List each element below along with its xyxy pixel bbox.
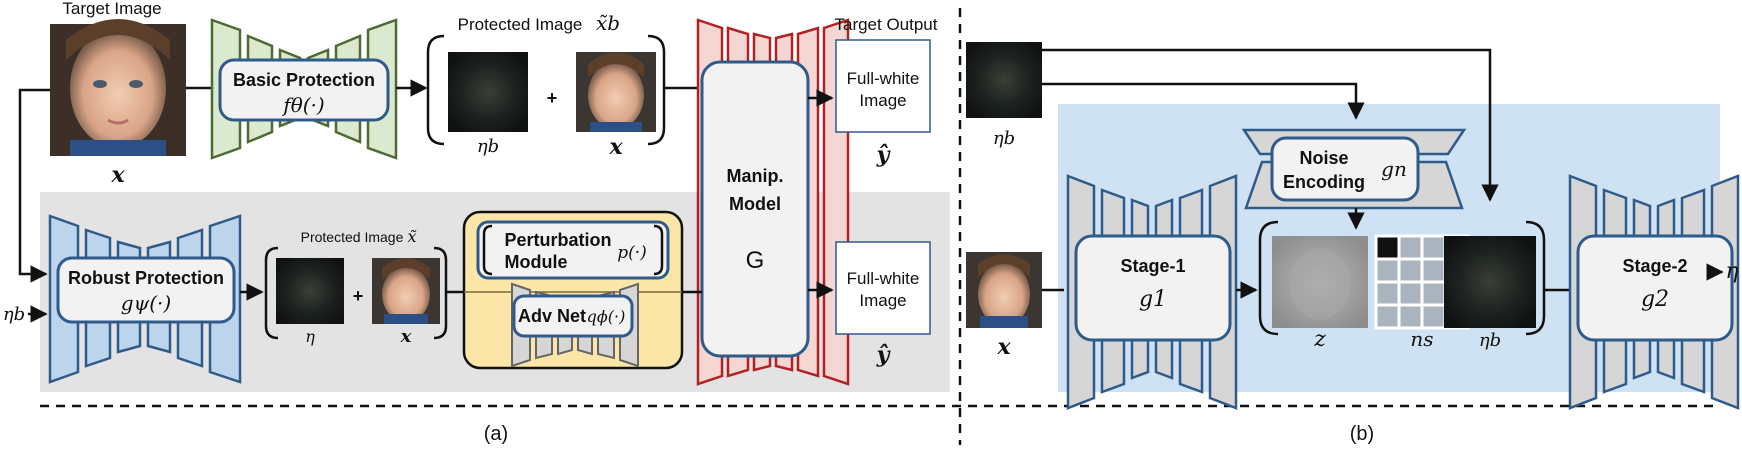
eta-b-right: ηb bbox=[1479, 330, 1501, 351]
left-bracket bbox=[426, 34, 445, 146]
protected-child-image-bottom bbox=[372, 258, 440, 324]
output-top-line2: Image bbox=[859, 91, 906, 110]
output-bottom-line1: Full-white bbox=[847, 269, 920, 288]
noise-var-bottom: η bbox=[305, 327, 315, 346]
noise-image-bottom bbox=[276, 258, 344, 324]
basic-protection-box: Basic Protection fθ(·) bbox=[218, 58, 390, 122]
latent-right-bracket bbox=[1525, 220, 1546, 336]
perturbation-line2: Module bbox=[505, 252, 568, 272]
plus-top: + bbox=[547, 88, 558, 108]
basic-protection-title: Basic Protection bbox=[233, 70, 375, 90]
noise-encoding-box: Noise Encoding gn bbox=[1270, 136, 1420, 202]
z-label: z bbox=[1313, 327, 1326, 352]
output-bottom-line2: Image bbox=[859, 291, 906, 310]
protected-image-label-small: Protected Image bbox=[301, 229, 404, 245]
manip-model-box: Manip. Model G bbox=[700, 60, 810, 358]
arrow-x-to-robust bbox=[18, 88, 50, 283]
protected-child-image-top bbox=[576, 52, 656, 132]
eta-b-image-top bbox=[966, 42, 1042, 118]
caption-b: (b) bbox=[1350, 423, 1374, 445]
noise-encoding-line1: Noise bbox=[1299, 148, 1348, 168]
manip-model-var: G bbox=[746, 247, 765, 274]
robust-protection-title: Robust Protection bbox=[68, 268, 224, 288]
output-top-line1: Full-white bbox=[847, 69, 920, 88]
image-var-top: x bbox=[608, 134, 623, 160]
perturbation-func: p(·) bbox=[617, 243, 647, 263]
eta-b-top: ηb bbox=[993, 128, 1015, 149]
target-image bbox=[50, 19, 186, 156]
arrow-eta-b-to-output bbox=[1042, 48, 1499, 202]
output-image-top: Full-white Image bbox=[835, 39, 931, 133]
plus-bottom: + bbox=[353, 286, 364, 306]
noise-encoding-line2: Encoding bbox=[1283, 172, 1365, 192]
target-output-label: Target Output bbox=[834, 15, 937, 34]
perturbation-line1: Perturbation bbox=[504, 230, 611, 250]
perturbation-box: Perturbation Module p(·) bbox=[476, 220, 670, 280]
target-image-label: Target Image bbox=[62, 0, 161, 18]
stage1-func: g1 bbox=[1139, 287, 1167, 312]
z-image bbox=[1272, 236, 1368, 328]
adv-net-func: qϕ(·) bbox=[587, 307, 626, 326]
robust-protection-box: Robust Protection gψ(·) bbox=[56, 256, 236, 324]
robust-protection-func: gψ(·) bbox=[121, 291, 171, 315]
stage1-box: Stage-1 g1 bbox=[1074, 234, 1232, 342]
ns-label: ns bbox=[1410, 327, 1433, 351]
protected-image-label: Protected Image bbox=[458, 15, 583, 34]
protected-image-var: x̃b bbox=[596, 11, 620, 35]
arrow-eta-b-to-encoder bbox=[1042, 82, 1365, 120]
protected-image-var-small: x̃ bbox=[407, 227, 416, 246]
manip-model-line2: Model bbox=[729, 194, 781, 214]
stage2-box: Stage-2 g2 bbox=[1576, 234, 1734, 342]
x-input-image bbox=[966, 252, 1042, 328]
noise-var-top: ηb bbox=[477, 136, 499, 157]
stage1-title: Stage-1 bbox=[1120, 256, 1185, 276]
eta-out: η bbox=[1725, 259, 1738, 284]
latent-left-bracket bbox=[1258, 220, 1279, 336]
noise-image-top bbox=[448, 52, 528, 132]
output-top-var: ŷ bbox=[876, 142, 892, 168]
stage2-func: g2 bbox=[1641, 287, 1669, 312]
basic-protection-func: fθ(·) bbox=[281, 93, 324, 117]
eta-b-input: ηb bbox=[3, 304, 25, 325]
target-image-var: x bbox=[110, 162, 125, 188]
eta-b-image-right bbox=[1444, 236, 1536, 328]
image-var-bottom: x bbox=[400, 326, 412, 347]
output-bottom-var: ŷ bbox=[876, 342, 892, 368]
adv-net-box: Adv Net qϕ(·) bbox=[512, 294, 634, 338]
right-bracket bbox=[647, 34, 666, 146]
left-bracket-small bbox=[264, 246, 279, 340]
manip-model-line1: Manip. bbox=[727, 166, 784, 186]
noise-encoding-func: gn bbox=[1381, 157, 1407, 181]
stage2-title: Stage-2 bbox=[1622, 256, 1687, 276]
x-input-var: x bbox=[996, 334, 1011, 360]
output-image-bottom: Full-white Image bbox=[835, 241, 931, 335]
adv-net-title: Adv Net bbox=[518, 306, 586, 326]
caption-a: (a) bbox=[484, 423, 508, 445]
